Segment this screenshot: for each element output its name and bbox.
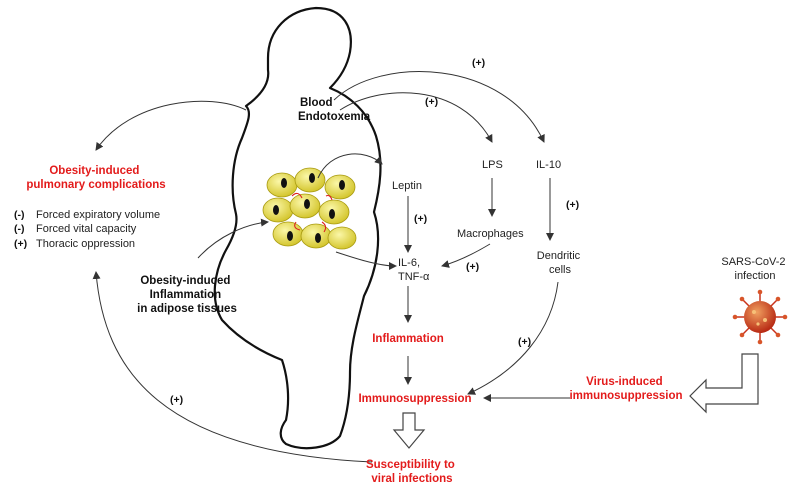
susceptibility-label: Susceptibility to viral infections <box>366 459 458 485</box>
arrow-adipose-to-cells <box>198 222 268 258</box>
arrows <box>96 72 570 462</box>
plus-label: (+) <box>472 57 485 69</box>
arrow-endotoxemia-to-il10 <box>334 72 544 142</box>
plus-label: (+) <box>170 394 183 406</box>
plus-label: (+) <box>414 213 427 225</box>
plus-label: (+) <box>425 96 438 108</box>
lps-label: LPS <box>482 159 503 171</box>
macrophages-label: Macrophages <box>457 228 524 240</box>
block-arrow-virus <box>690 354 758 412</box>
adipose-inflammation-label: Obesity-induced Inflammation in adipose … <box>137 275 237 315</box>
pulmonary-item: Forced vital capacity <box>36 223 137 235</box>
sars-label: SARS-CoV-2 infection <box>721 256 788 282</box>
pulmonary-sign: (+) <box>14 238 27 250</box>
block-arrow-down <box>394 413 424 448</box>
pulmonary-item: Forced expiratory volume <box>36 209 160 221</box>
pulmonary-item: Thoracic oppression <box>36 238 135 250</box>
immunosuppression-label: Immunosuppression <box>358 393 471 405</box>
pulmonary-title: Obesity-induced pulmonary complications <box>26 165 165 191</box>
pulmonary-sign: (-) <box>14 209 25 221</box>
plus-label: (+) <box>518 336 531 348</box>
adipose-cells-icon <box>263 168 356 249</box>
inflammation-label: Inflammation <box>372 333 444 345</box>
leptin-label: Leptin <box>392 180 422 192</box>
arrow-dendritic-to-immuno <box>468 282 558 394</box>
arrow-susceptibility-to-pulmonary <box>96 272 372 462</box>
arrow-endotoxemia-to-pulmonary <box>96 101 246 150</box>
plus-label: (+) <box>566 199 579 211</box>
virus-icon <box>733 290 788 345</box>
arrow-adipose-to-leptin <box>318 154 382 178</box>
il6-label: IL-6, TNF-α <box>398 257 430 283</box>
virus-immuno-label: Virus-induced immunosuppression <box>569 376 682 402</box>
pulmonary-list: (-) Forced expiratory volume (-) Forced … <box>14 209 160 250</box>
pulmonary-sign: (-) <box>14 223 25 235</box>
dendritic-cells-label: Dendritic cells <box>537 250 583 276</box>
arrow-adipose-to-il6 <box>336 252 396 266</box>
plus-label: (+) <box>466 261 479 273</box>
il10-label: IL-10 <box>536 159 561 171</box>
